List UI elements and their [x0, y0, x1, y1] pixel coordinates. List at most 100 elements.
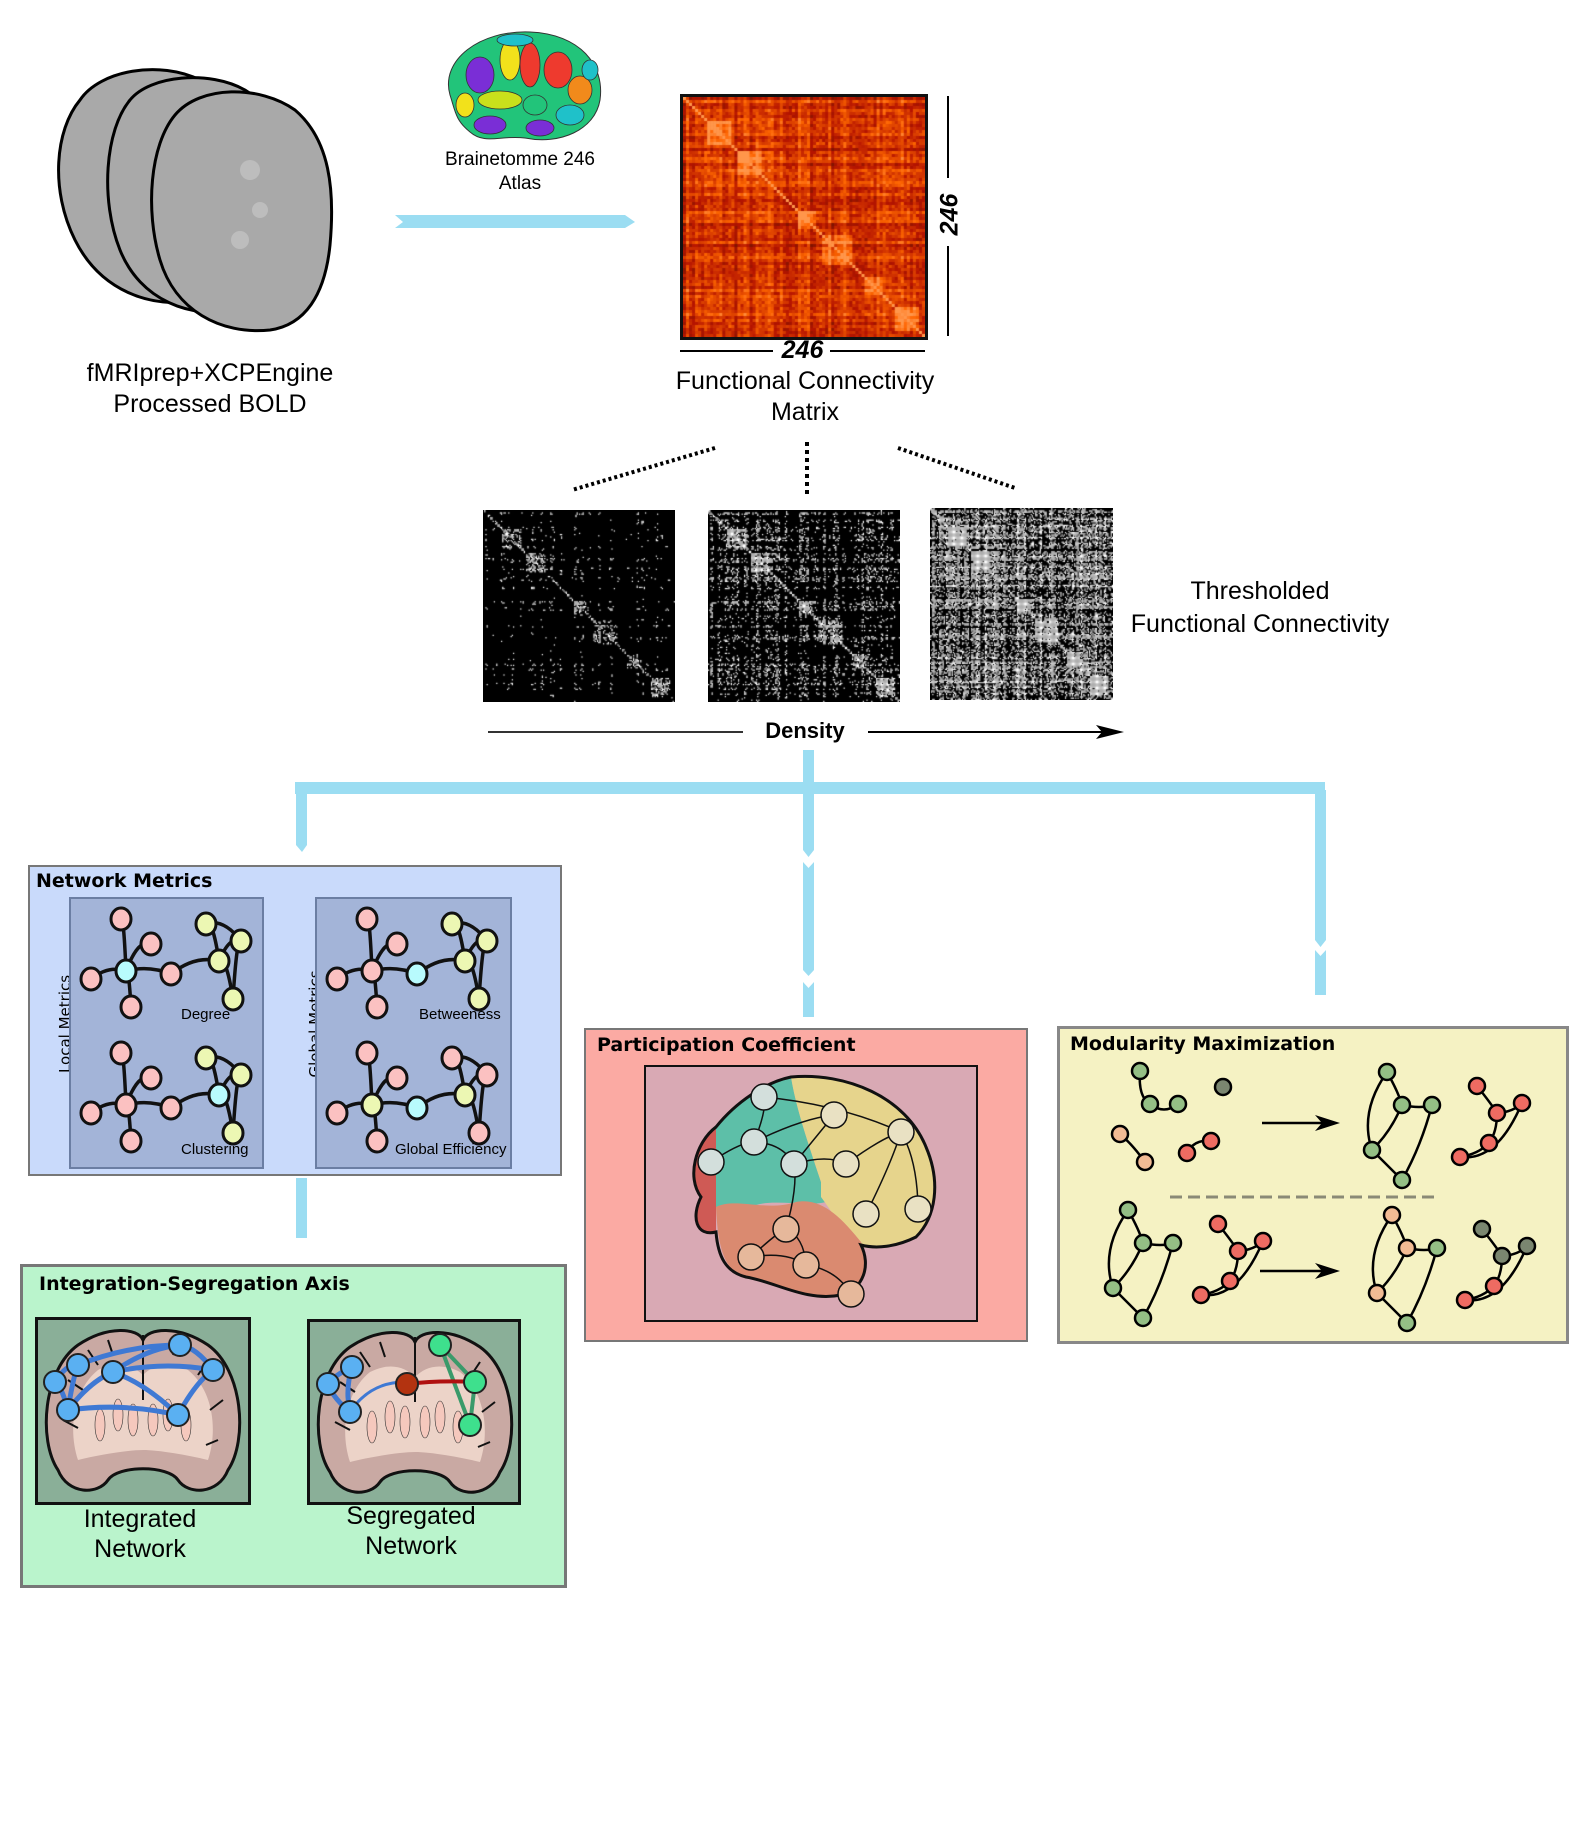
module-edge	[1405, 1247, 1439, 1324]
module-node	[1487, 1103, 1507, 1123]
module-node	[1201, 1131, 1221, 1151]
density-axis-label: Density	[765, 718, 845, 743]
graph-node	[467, 1120, 491, 1146]
network-metrics-title: Network Metrics	[36, 870, 213, 892]
graph-node	[440, 911, 464, 937]
density-axis-arrow	[488, 725, 1124, 739]
graph-node	[194, 911, 218, 937]
subcortical-structure	[127, 1403, 139, 1437]
module-node	[1484, 1276, 1504, 1296]
pc-node	[792, 1251, 820, 1279]
network-node	[43, 1370, 67, 1394]
network-node	[458, 1413, 482, 1437]
integrated-network-brain	[43, 1329, 242, 1492]
module-node	[1467, 1076, 1487, 1096]
sulcus	[67, 1379, 84, 1391]
bold-label: fMRIprep+XCPEngine Processed BOLD	[86, 359, 334, 419]
network-node	[338, 1400, 362, 1424]
module-node	[1110, 1124, 1130, 1144]
graph-node	[109, 1040, 133, 1066]
graph-node	[475, 928, 499, 954]
graph-node	[221, 986, 245, 1012]
pc-node	[780, 1150, 808, 1178]
flow-branch-right	[1315, 790, 1326, 947]
module-node	[1130, 1061, 1150, 1081]
thresholded-matrix-low-canvas	[483, 510, 675, 702]
graph-node	[119, 994, 143, 1020]
graph-node	[229, 1062, 253, 1088]
flow-horizontal	[295, 782, 1325, 794]
atlas-label: Brainetomme 246 Atlas	[445, 149, 595, 194]
betweeness-label: Betweeness	[419, 1006, 501, 1023]
subcortical-structure	[384, 1400, 396, 1434]
graph-node	[159, 1095, 183, 1121]
network-metrics-panel: Network Metrics Local Metrics Global Met…	[28, 865, 562, 1176]
segregated-network-label: Segregated Network	[346, 1502, 476, 1560]
graph-node	[355, 1040, 379, 1066]
graph-node	[360, 958, 384, 984]
modularity-arrow-top	[1262, 1115, 1340, 1131]
network-node	[316, 1372, 340, 1396]
flow-branch-left	[296, 790, 307, 852]
thresholded-matrix-mid-canvas	[708, 510, 900, 702]
flow-stem	[803, 750, 814, 790]
module-node	[1455, 1290, 1475, 1310]
module-node	[1168, 1094, 1188, 1114]
connectivity-matrix	[680, 94, 928, 340]
matrix-dim-x: 246	[781, 336, 824, 364]
graph-node	[79, 1100, 103, 1126]
module-node	[1220, 1271, 1240, 1291]
integration-segregation-title: Integration-Segregation Axis	[39, 1273, 350, 1295]
module-node	[1135, 1152, 1155, 1172]
graph-node	[360, 1092, 384, 1118]
graph-node	[207, 1082, 231, 1108]
graph-node	[365, 1128, 389, 1154]
participation-brain	[692, 1074, 937, 1308]
segregated-network-brain	[316, 1331, 514, 1494]
graph-node	[79, 966, 103, 992]
flow-branch-right-2	[1315, 950, 1326, 995]
participation-coefficient-panel: Participation Coefficient	[584, 1028, 1028, 1342]
degree-graph	[79, 906, 253, 1020]
degree-label: Degree	[181, 1006, 231, 1023]
bold-slice-front	[150, 90, 334, 333]
module-node	[1450, 1147, 1470, 1167]
subcortical-structure	[399, 1405, 411, 1439]
modularity-maximization-panel: Modularity Maximization	[1057, 1026, 1569, 1344]
white-matter	[73, 1364, 213, 1460]
graph-node	[467, 986, 491, 1012]
matrix-dim-y: 246	[935, 193, 964, 236]
graph-node	[159, 961, 183, 987]
pc-node	[904, 1195, 932, 1223]
segregated-brain-box	[307, 1319, 521, 1505]
subcortical-structure	[366, 1410, 378, 1444]
module-node	[1512, 1093, 1532, 1113]
graph-node	[385, 931, 409, 957]
module-node	[1377, 1062, 1397, 1082]
module-node	[1228, 1241, 1248, 1261]
subcortical-structure	[434, 1400, 446, 1434]
module-node	[1422, 1095, 1442, 1115]
pc-node	[740, 1128, 768, 1156]
module-node	[1103, 1278, 1123, 1298]
module-node	[1472, 1219, 1492, 1239]
pc-node	[750, 1083, 778, 1111]
module-node	[1382, 1205, 1402, 1225]
integrated-network-label: Integrated Network	[83, 1505, 197, 1563]
sulcus	[481, 1401, 496, 1413]
module-node	[1362, 1140, 1382, 1160]
pc-node	[772, 1215, 800, 1243]
matrix-label: Functional Connectivity Matrix	[675, 367, 935, 427]
network-node	[201, 1358, 225, 1382]
graph-node	[475, 1062, 499, 1088]
participation-coefficient-title: Participation Coefficient	[597, 1034, 856, 1056]
graph-node	[114, 958, 138, 984]
subcortical-structure	[112, 1398, 124, 1432]
betweeness-graph	[325, 906, 499, 1020]
module-edge	[1400, 1104, 1434, 1181]
module-node	[1118, 1200, 1138, 1220]
network-node	[56, 1398, 80, 1422]
modularity-maximization-title: Modularity Maximization	[1070, 1033, 1336, 1055]
integration-segregation-panel: Integration-Segregation Axis Integrated …	[20, 1264, 567, 1588]
module-node	[1140, 1094, 1160, 1114]
